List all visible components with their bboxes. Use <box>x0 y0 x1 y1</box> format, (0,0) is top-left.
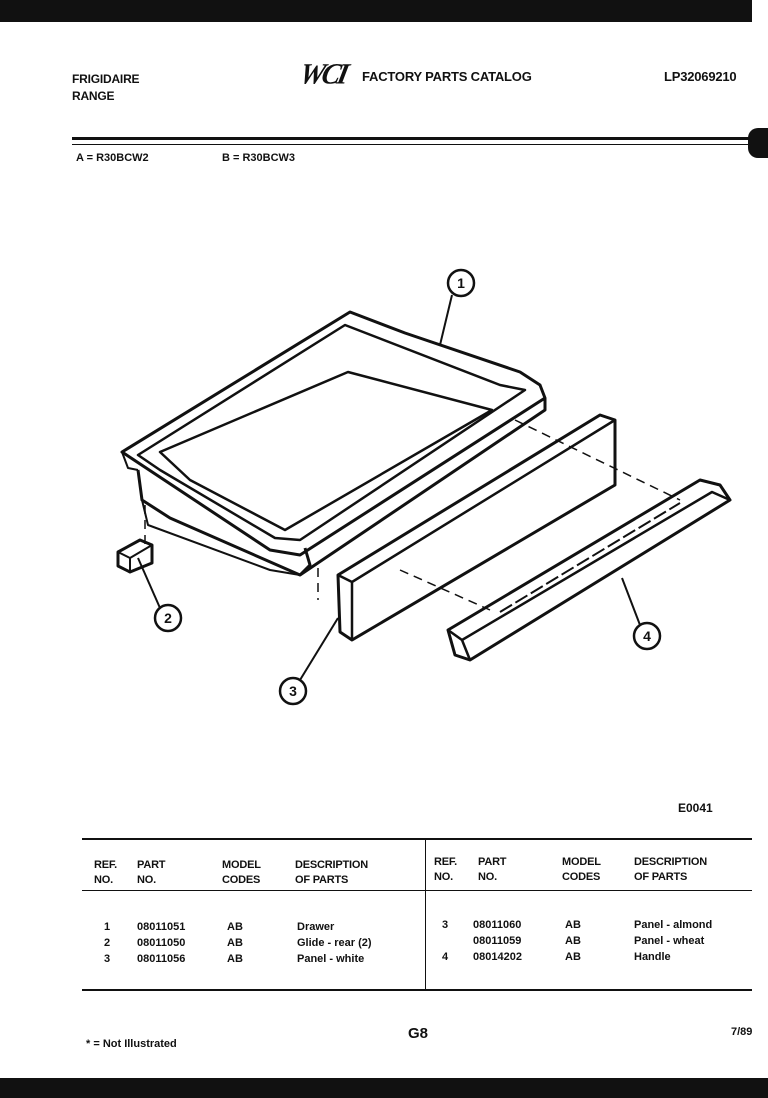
callout-1-label: 1 <box>457 275 465 291</box>
not-illustrated-note: * = Not Illustrated <box>86 1038 177 1050</box>
header-rule-thick <box>72 137 752 140</box>
desc-cell: Glide - rear (2) <box>297 937 372 949</box>
desc-cell: Handle <box>634 951 671 963</box>
header-ref-right: REF.NO. <box>434 856 458 883</box>
glide-part <box>116 538 154 574</box>
exploded-parts-diagram: 1 2 3 4 <box>116 268 732 706</box>
part-column: 08011051 08011050 08011056 <box>137 919 185 967</box>
codes-cell: AB <box>227 937 243 949</box>
ref-cell: 3 <box>442 919 449 931</box>
part-column-right: 08011060 08011059 08014202 <box>473 917 522 965</box>
diagram-code: E0041 <box>678 801 713 815</box>
desc-column: Drawer Glide - rear (2) Panel - white <box>297 919 372 967</box>
scan-bottom-border <box>0 1078 768 1098</box>
codes-cell: AB <box>565 951 581 963</box>
model-b: B = R30BCW3 <box>222 152 296 164</box>
codes-column-right: AB AB AB <box>565 917 581 965</box>
table-bottom-rule <box>82 989 752 991</box>
header-rule-thin <box>72 144 752 145</box>
scan-top-border <box>0 0 768 22</box>
desc-cell: Panel - almond <box>634 919 713 931</box>
codes-cell: AB <box>565 935 581 947</box>
ref-cell: 2 <box>104 937 111 949</box>
header-ref: REF.NO. <box>94 859 118 886</box>
ref-cell: 1 <box>104 921 111 933</box>
callout-3-label: 3 <box>289 683 297 699</box>
product-type: RANGE <box>72 89 115 103</box>
ref-cell <box>442 933 448 949</box>
brand-name: FRIGIDAIRE <box>72 72 140 86</box>
callout-3 <box>278 676 308 706</box>
table-row: 1 2 3 <box>104 919 110 967</box>
table-column-divider <box>425 840 426 990</box>
part-cell: 08011056 <box>137 953 186 965</box>
revision-date: 7/89 <box>731 1026 753 1038</box>
part-cell: 08011051 <box>137 921 186 933</box>
part-cell: 08011060 <box>473 919 522 931</box>
desc-column-right: Panel - almond Panel - wheat Handle <box>634 917 712 965</box>
desc-cell: Panel - wheat <box>634 935 705 947</box>
wci-logo: WCI <box>296 58 350 91</box>
model-a: A = R30BCW2 <box>76 152 149 164</box>
codes-cell: AB <box>227 921 243 933</box>
page-number: G8 <box>408 1025 429 1042</box>
desc-cell: Panel - white <box>297 953 365 965</box>
codes-cell: AB <box>227 953 243 965</box>
scan-right-margin <box>752 0 768 1098</box>
panel-part <box>336 413 617 642</box>
handle-part <box>446 478 732 662</box>
codes-cell: AB <box>565 919 581 931</box>
part-cell: 08014202 <box>473 951 522 963</box>
part-cell: 08011050 <box>137 937 186 949</box>
ref-cell: 4 <box>442 951 449 963</box>
ref-column-right: 3 4 <box>442 917 448 965</box>
catalog-title: FACTORY PARTS CATALOG <box>362 69 532 84</box>
callout-4-label: 4 <box>643 628 651 644</box>
drawer-part <box>120 310 547 577</box>
table-header-rule <box>82 890 752 891</box>
ref-cell: 3 <box>104 953 111 965</box>
desc-cell: Drawer <box>297 921 335 933</box>
table-top-rule <box>82 838 752 840</box>
binder-hole-mark <box>748 128 768 158</box>
callout-1 <box>446 268 476 298</box>
part-cell: 08011059 <box>473 935 522 947</box>
callout-2 <box>153 603 183 633</box>
catalog-number: LP32069210 <box>664 69 737 84</box>
callout-4 <box>632 621 662 651</box>
callout-2-label: 2 <box>164 610 172 626</box>
codes-column: AB AB AB <box>227 919 243 967</box>
